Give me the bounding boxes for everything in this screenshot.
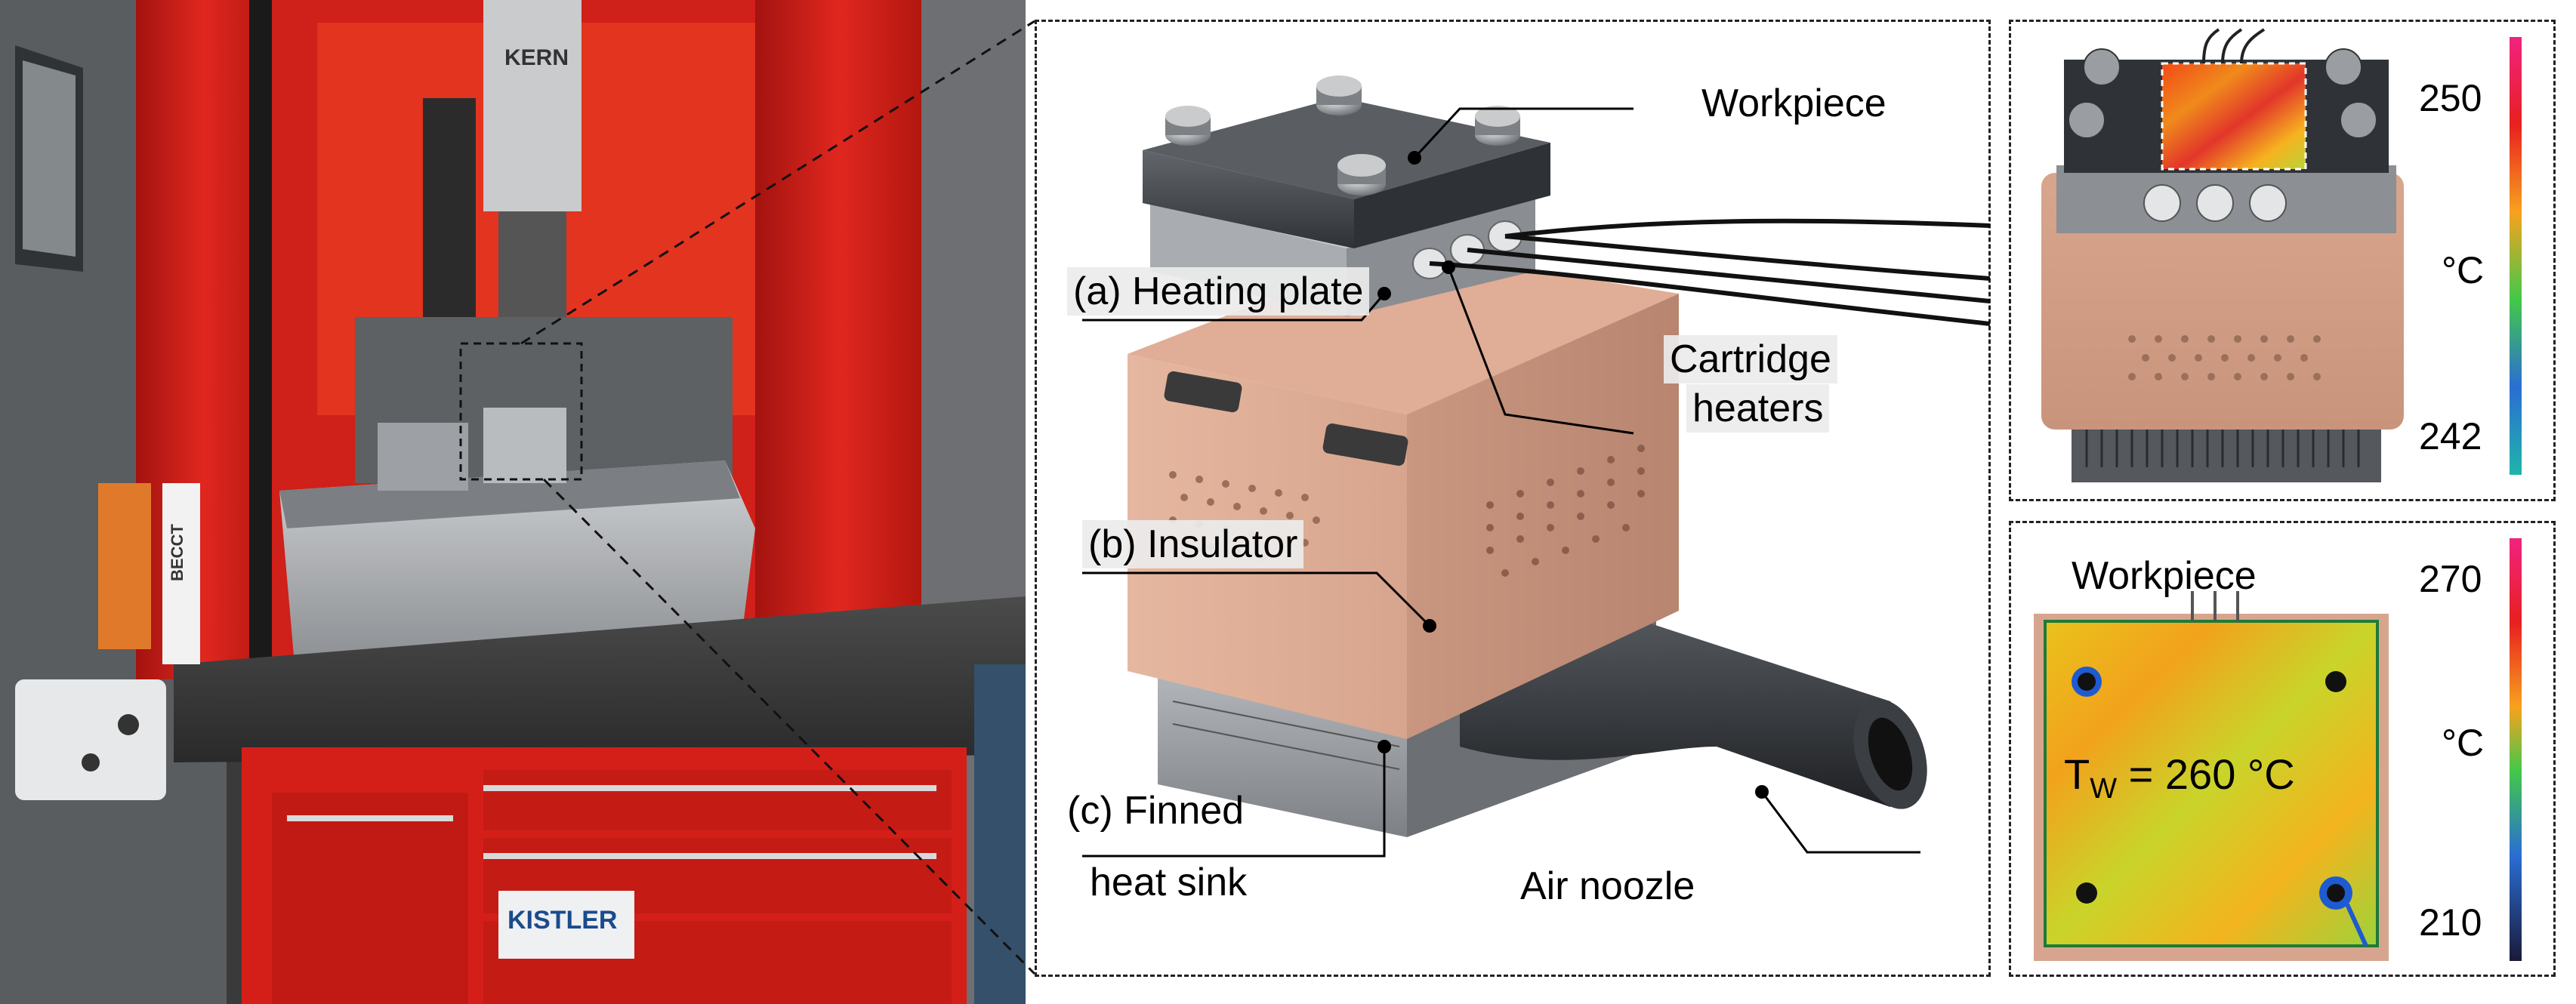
label-insulator: (b) Insulator [1082, 520, 1304, 568]
thermal-top-scale-max: 250 [2419, 77, 2482, 119]
test-rig-illustration [1082, 75, 1990, 858]
thermal-bottom-panel: Workpiece TW = 260 °C 270 °C 210 [2009, 521, 2556, 977]
kern-logo: KERN [504, 45, 569, 70]
thermal-top-scale-unit: °C [2442, 249, 2485, 291]
machine-photo: KERN KISTLER BECCT [0, 0, 1026, 1004]
thermal-bottom-tw-label: TW = 260 °C [2064, 750, 2295, 805]
label-air-nozzle: Air noozle [1520, 864, 1695, 908]
thermal-top-panel: 250 °C 242 [2009, 20, 2556, 501]
label-workpiece: Workpiece [1701, 82, 1886, 125]
thermal-bottom-image [2034, 538, 2522, 961]
setup-panel: Workpiece (a) Heating plate Cartridge he… [1035, 20, 1991, 977]
thermal-top-scale-min: 242 [2419, 415, 2482, 457]
label-cartridge-heaters-line1: Cartridge [1664, 335, 1837, 383]
tw-symbol: T [2064, 750, 2090, 798]
thermal-bottom-scale-max: 270 [2419, 558, 2482, 600]
label-heating-plate: (a) Heating plate [1067, 267, 1370, 316]
thermal-top-image [2041, 28, 2522, 482]
thermal-bottom-scale-min: 210 [2419, 901, 2482, 944]
label-cartridge-heaters-line2: heaters [1686, 384, 1830, 433]
label-heat-sink-line2: heat sink [1090, 861, 1248, 904]
tw-subscript: W [2090, 773, 2118, 805]
tw-value: = 260 °C [2117, 750, 2295, 798]
label-heat-sink-line1: (c) Finned [1067, 789, 1245, 833]
thermal-bottom-title: Workpiece [2072, 554, 2257, 598]
thermal-bottom-scale-unit: °C [2442, 722, 2485, 764]
kistler-logo: KISTLER [507, 906, 618, 935]
